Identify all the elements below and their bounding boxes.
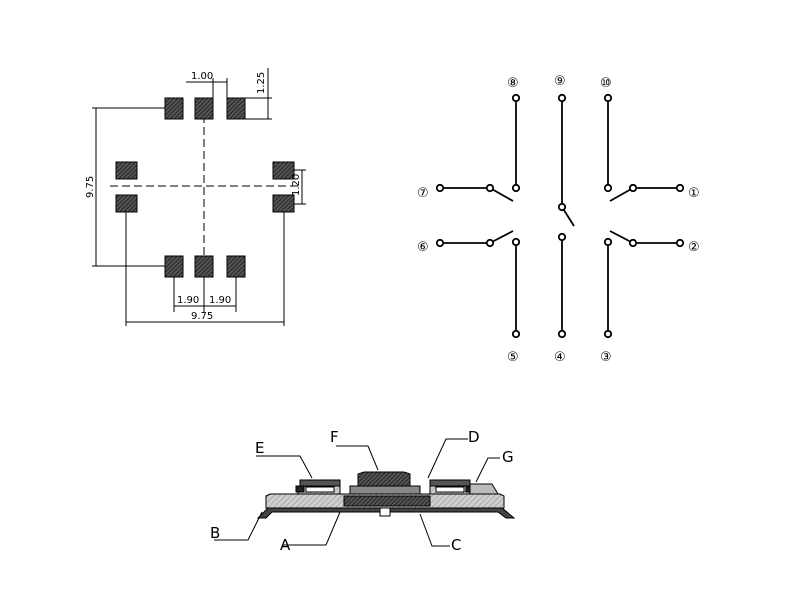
leader-D xyxy=(427,438,468,479)
pad-bottom-center xyxy=(194,255,214,278)
switch-blade-2 xyxy=(609,230,634,244)
label-F: F xyxy=(330,428,339,446)
pin-label-10: ⑩ xyxy=(600,76,612,91)
label-D: D xyxy=(468,428,480,446)
dim-height xyxy=(92,107,165,267)
leader-B xyxy=(214,511,263,541)
leader-C xyxy=(419,513,450,547)
dim-height-text: 9.75 xyxy=(85,176,96,198)
actuator-F xyxy=(357,471,411,487)
dim-pad-height xyxy=(245,68,272,120)
dim-bottom-pitch xyxy=(173,277,237,312)
switch-blade-7 xyxy=(489,187,514,202)
switch-blade-6 xyxy=(489,230,514,244)
pad-top-left xyxy=(164,97,184,120)
pin-label-1: ① xyxy=(688,186,700,201)
pad-left-upper xyxy=(115,161,138,180)
pad-top-center xyxy=(194,97,214,120)
pad-right-lower xyxy=(272,194,295,213)
label-E: E xyxy=(255,439,264,457)
leader-G xyxy=(475,457,500,483)
label-A: A xyxy=(280,536,291,554)
switch-blade-1 xyxy=(609,187,634,202)
leader-F xyxy=(336,445,379,471)
pad-left-lower xyxy=(115,194,138,213)
dim-pad-height-text: 1.25 xyxy=(256,72,267,94)
dim-pad-pitch-top-text: 1.00 xyxy=(191,71,213,82)
pad-top-right xyxy=(226,97,246,120)
pin-label-7: ⑦ xyxy=(417,186,429,201)
dim-side-gap xyxy=(294,169,306,205)
dim-width xyxy=(125,212,285,326)
pin-label-3: ③ xyxy=(600,350,612,365)
dim-pad-pitch-top xyxy=(186,78,228,98)
pin-label-5: ⑤ xyxy=(507,350,519,365)
cover-E xyxy=(299,479,341,487)
center-slot xyxy=(379,507,391,517)
leader-A xyxy=(282,511,341,546)
dim-side-gap-text: 1.20 xyxy=(291,174,302,196)
label-G: G xyxy=(502,448,514,466)
pin-label-6: ⑥ xyxy=(417,240,429,255)
contact-C xyxy=(343,495,431,507)
footprint-drawing xyxy=(92,68,306,326)
dim-bottom-left-text: 1.90 xyxy=(177,295,199,306)
spring-D xyxy=(429,479,471,487)
pin-label-8: ⑧ xyxy=(507,76,519,91)
pin-label-9: ⑨ xyxy=(554,74,566,89)
pad-bottom-left xyxy=(164,255,184,278)
label-B: B xyxy=(210,524,220,542)
dim-bottom-right-text: 1.90 xyxy=(209,295,231,306)
spring-G xyxy=(469,483,499,495)
pin-label-2: ② xyxy=(688,240,700,255)
dim-width-text: 9.75 xyxy=(191,311,213,322)
leader-E xyxy=(256,455,313,479)
pad-bottom-right xyxy=(226,255,246,278)
pin-label-4: ④ xyxy=(554,350,566,365)
cross-section-drawing xyxy=(214,438,516,547)
schematic-drawing xyxy=(435,93,685,339)
label-C: C xyxy=(451,536,461,554)
